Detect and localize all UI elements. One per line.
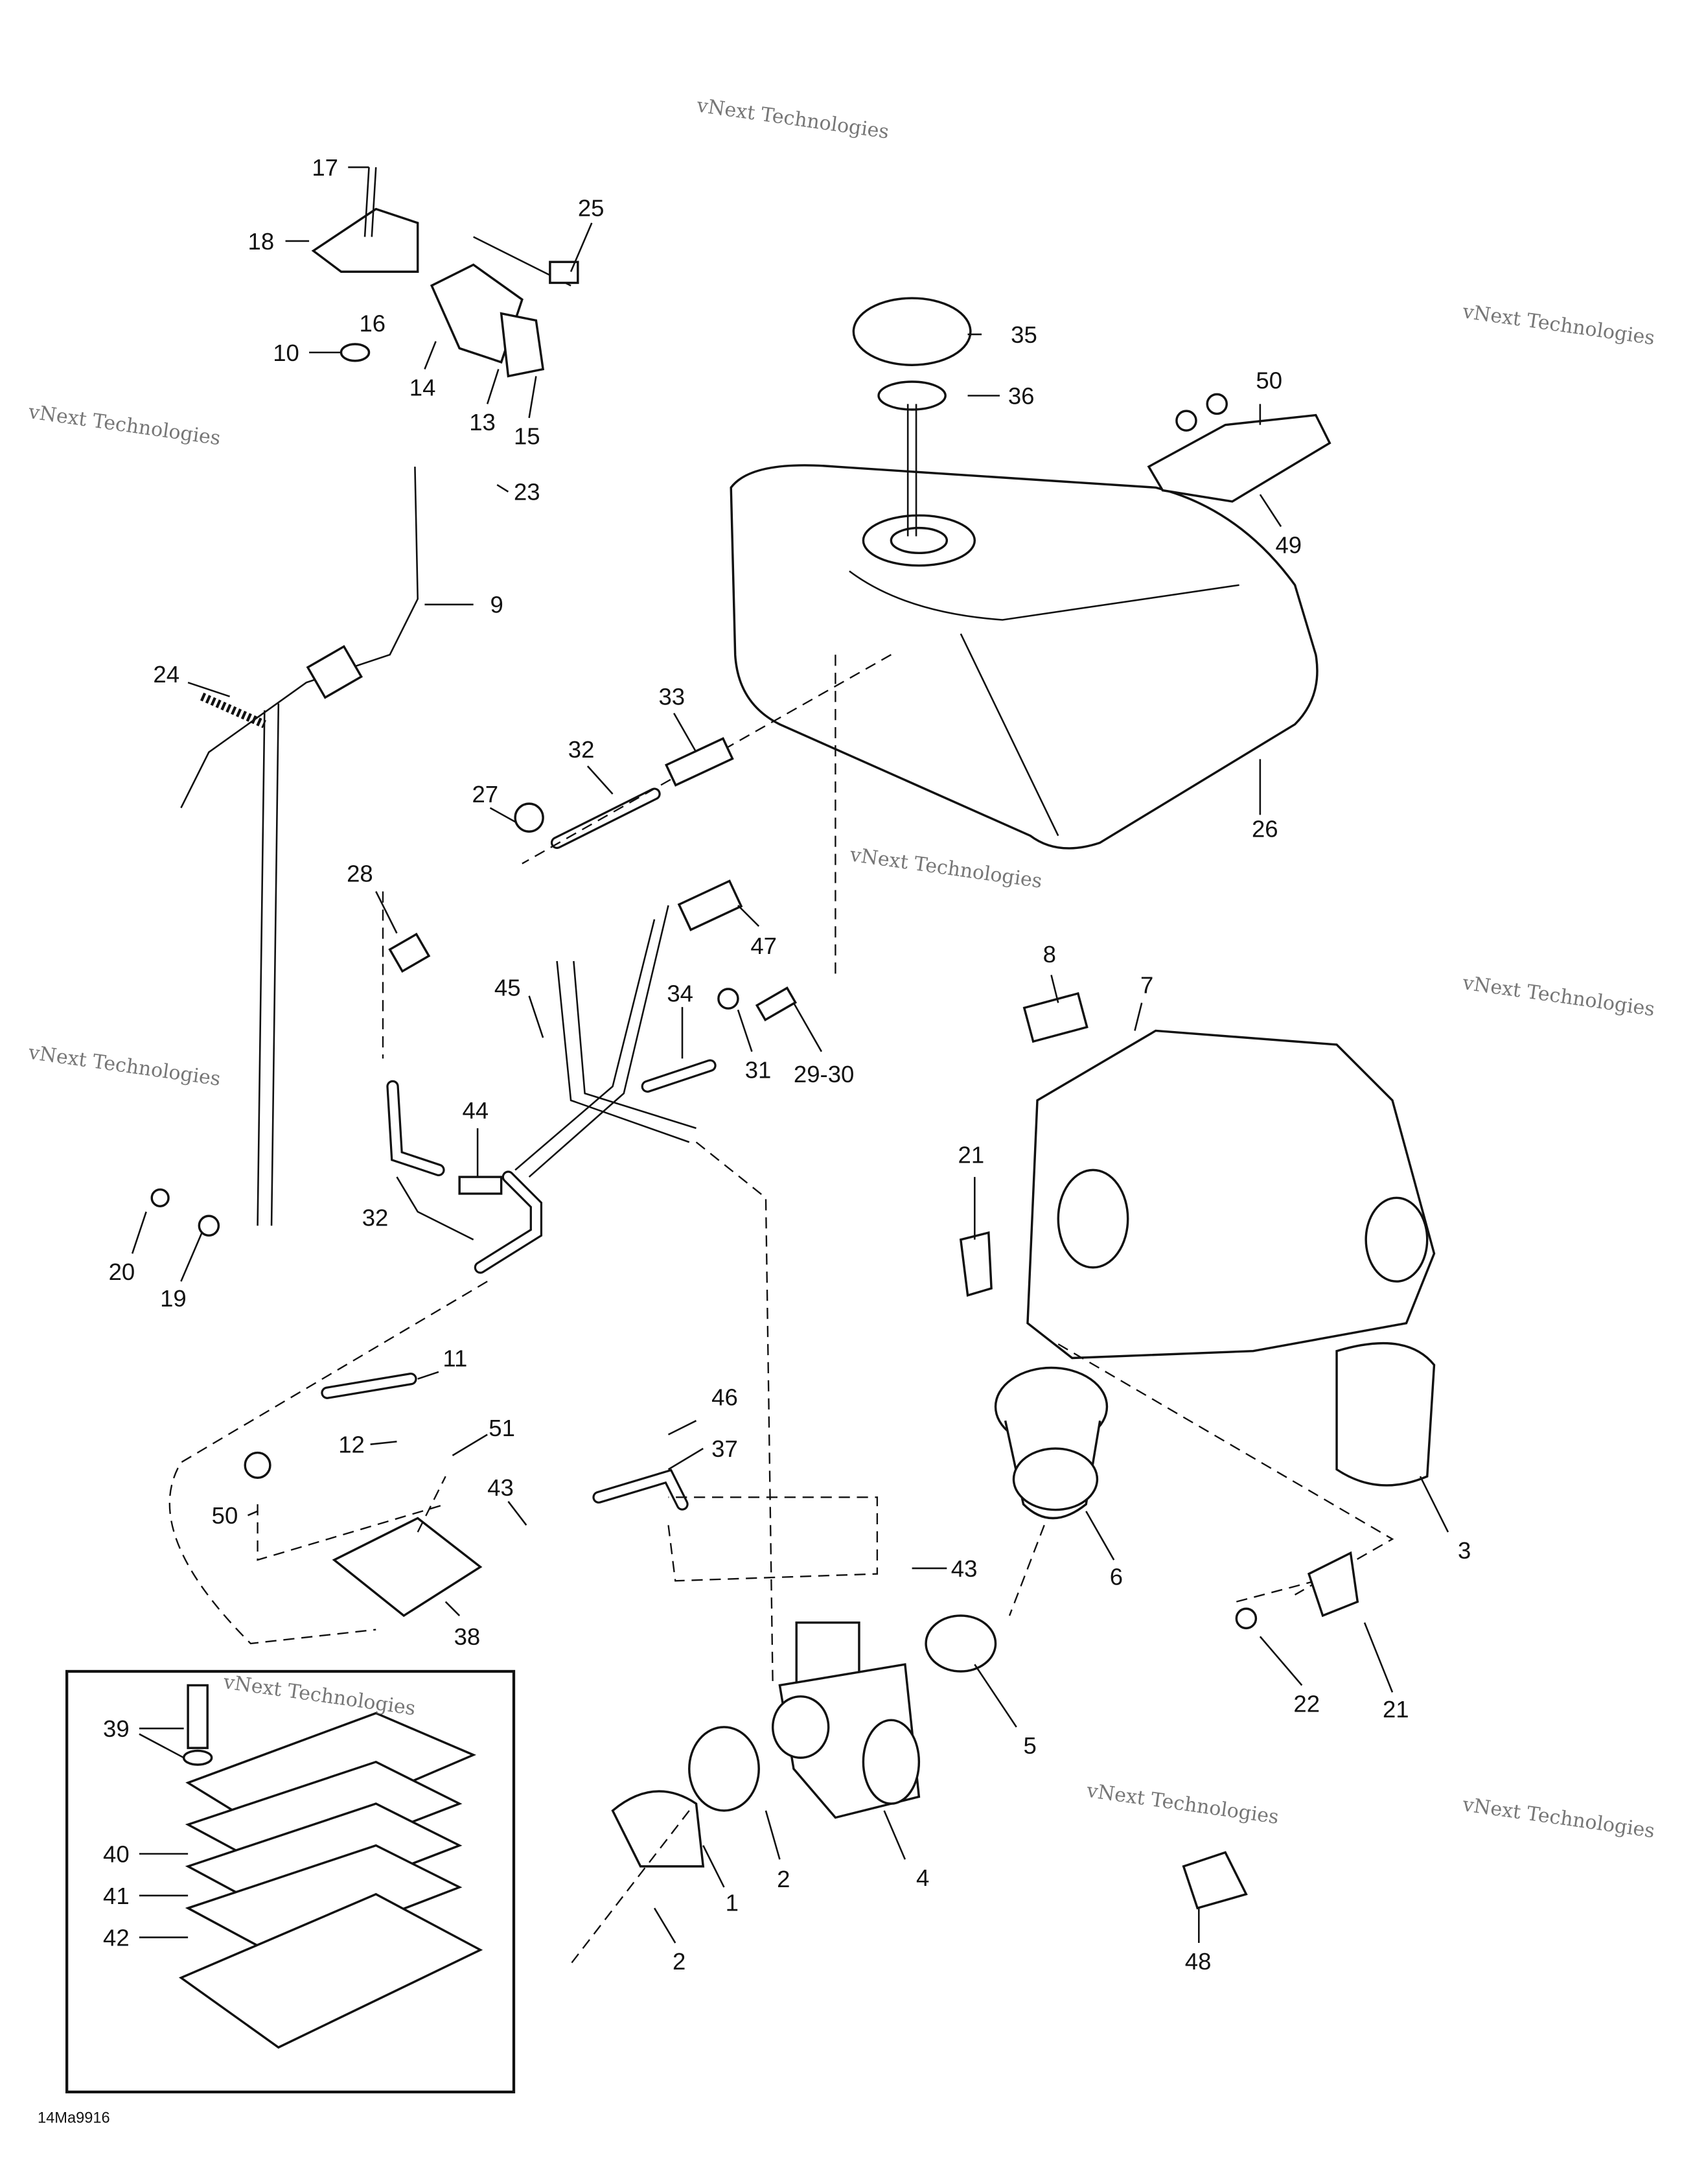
callout-16: 16 (359, 310, 386, 337)
callout-17: 17 (312, 154, 338, 181)
callout-43b: 43 (951, 1555, 978, 1582)
callout-8: 8 (1043, 941, 1056, 968)
callout-21b: 21 (1383, 1696, 1409, 1723)
callout-9: 9 (490, 592, 503, 618)
callout-49: 49 (1275, 531, 1302, 558)
callout-51: 51 (489, 1415, 515, 1441)
callout-34: 34 (667, 980, 693, 1006)
watermark: vNext Technologies (1460, 1793, 1656, 1842)
callout-14: 14 (409, 374, 436, 401)
callout-11: 11 (443, 1345, 467, 1371)
fuel-cap (852, 297, 972, 537)
fuel-pump (332, 1516, 483, 1618)
callout-2: 2 (777, 1866, 790, 1892)
callout-labels: 17 18 25 16 10 14 13 15 35 36 50 49 23 9… (103, 154, 1471, 1975)
clamp-5 (925, 1614, 997, 1673)
throttle-cable (180, 467, 419, 1226)
callout-50b: 50 (212, 1502, 238, 1529)
routing-lines (168, 654, 1394, 1965)
watermarks: vNext Technologies vNext Technologies vN… (27, 94, 1656, 1842)
callout-32: 32 (568, 736, 595, 763)
clip-21 (959, 1231, 993, 1297)
fuel-tank (730, 464, 1319, 850)
watermark: vNext Technologies (1460, 971, 1656, 1021)
callout-20: 20 (109, 1259, 135, 1285)
callout-19: 19 (160, 1285, 187, 1312)
callout-21: 21 (958, 1142, 985, 1168)
callout-39: 39 (103, 1715, 130, 1742)
callout-48: 48 (1185, 1948, 1212, 1975)
intake-boot (994, 1366, 1109, 1520)
callout-33: 33 (658, 684, 685, 710)
callout-10: 10 (273, 340, 299, 366)
callout-46: 46 (711, 1384, 738, 1411)
callout-6: 6 (1110, 1564, 1123, 1590)
callout-42: 42 (103, 1924, 130, 1951)
fuel-pump-exploded (178, 1684, 483, 2049)
callout-18: 18 (248, 228, 275, 255)
fuel-hoses (321, 787, 717, 1511)
callout-31: 31 (745, 1057, 772, 1084)
callout-41: 41 (103, 1883, 130, 1909)
callout-4: 4 (916, 1865, 929, 1891)
adaptor (611, 1790, 705, 1868)
air-filter (1335, 1342, 1436, 1487)
part-48 (1182, 1851, 1248, 1910)
callout-45: 45 (494, 975, 521, 1001)
callout-35: 35 (1011, 321, 1037, 348)
callout-22: 22 (1293, 1690, 1320, 1717)
callout-28: 28 (347, 861, 373, 887)
callout-25: 25 (578, 194, 605, 221)
drawing-code: 14Ma9916 (38, 2109, 110, 2126)
callout-27: 27 (472, 781, 499, 807)
callout-15: 15 (514, 423, 540, 450)
callout-36: 36 (1008, 382, 1035, 409)
watermark: vNext Technologies (848, 843, 1044, 892)
watermark: vNext Technologies (1460, 300, 1656, 349)
callout-13: 13 (469, 409, 496, 436)
callout-1: 1 (726, 1890, 739, 1916)
callout-47: 47 (750, 933, 777, 959)
callout-37: 37 (711, 1435, 738, 1462)
callout-26: 26 (1252, 816, 1278, 842)
callout-44: 44 (462, 1097, 489, 1124)
callout-40: 40 (103, 1841, 130, 1867)
callout-24: 24 (153, 661, 179, 688)
callout-3: 3 (1458, 1537, 1471, 1564)
callout-38: 38 (454, 1623, 481, 1650)
air-silencer (1022, 992, 1436, 1360)
callout-2b: 2 (673, 1948, 685, 1975)
bracket-part (1147, 413, 1331, 503)
clamp (688, 1726, 760, 1812)
callout-32b: 32 (362, 1204, 389, 1231)
callout-50: 50 (1256, 367, 1282, 394)
callout-29-30: 29-30 (794, 1061, 854, 1087)
callout-43: 43 (487, 1474, 514, 1501)
callout-5: 5 (1024, 1732, 1037, 1759)
watermark: vNext Technologies (222, 1671, 417, 1720)
watermark: vNext Technologies (27, 401, 222, 450)
callout-7: 7 (1140, 971, 1153, 998)
callout-12: 12 (338, 1432, 365, 1458)
watermark: vNext Technologies (1085, 1780, 1280, 1829)
callout-23: 23 (514, 479, 540, 505)
watermark: vNext Technologies (27, 1041, 222, 1091)
fuel-pump-detail-inset (65, 1669, 516, 2094)
clip-21b (1307, 1551, 1359, 1618)
carburetor (771, 1621, 921, 1819)
watermark: vNext Technologies (695, 94, 890, 143)
throttle-housing (311, 167, 579, 378)
